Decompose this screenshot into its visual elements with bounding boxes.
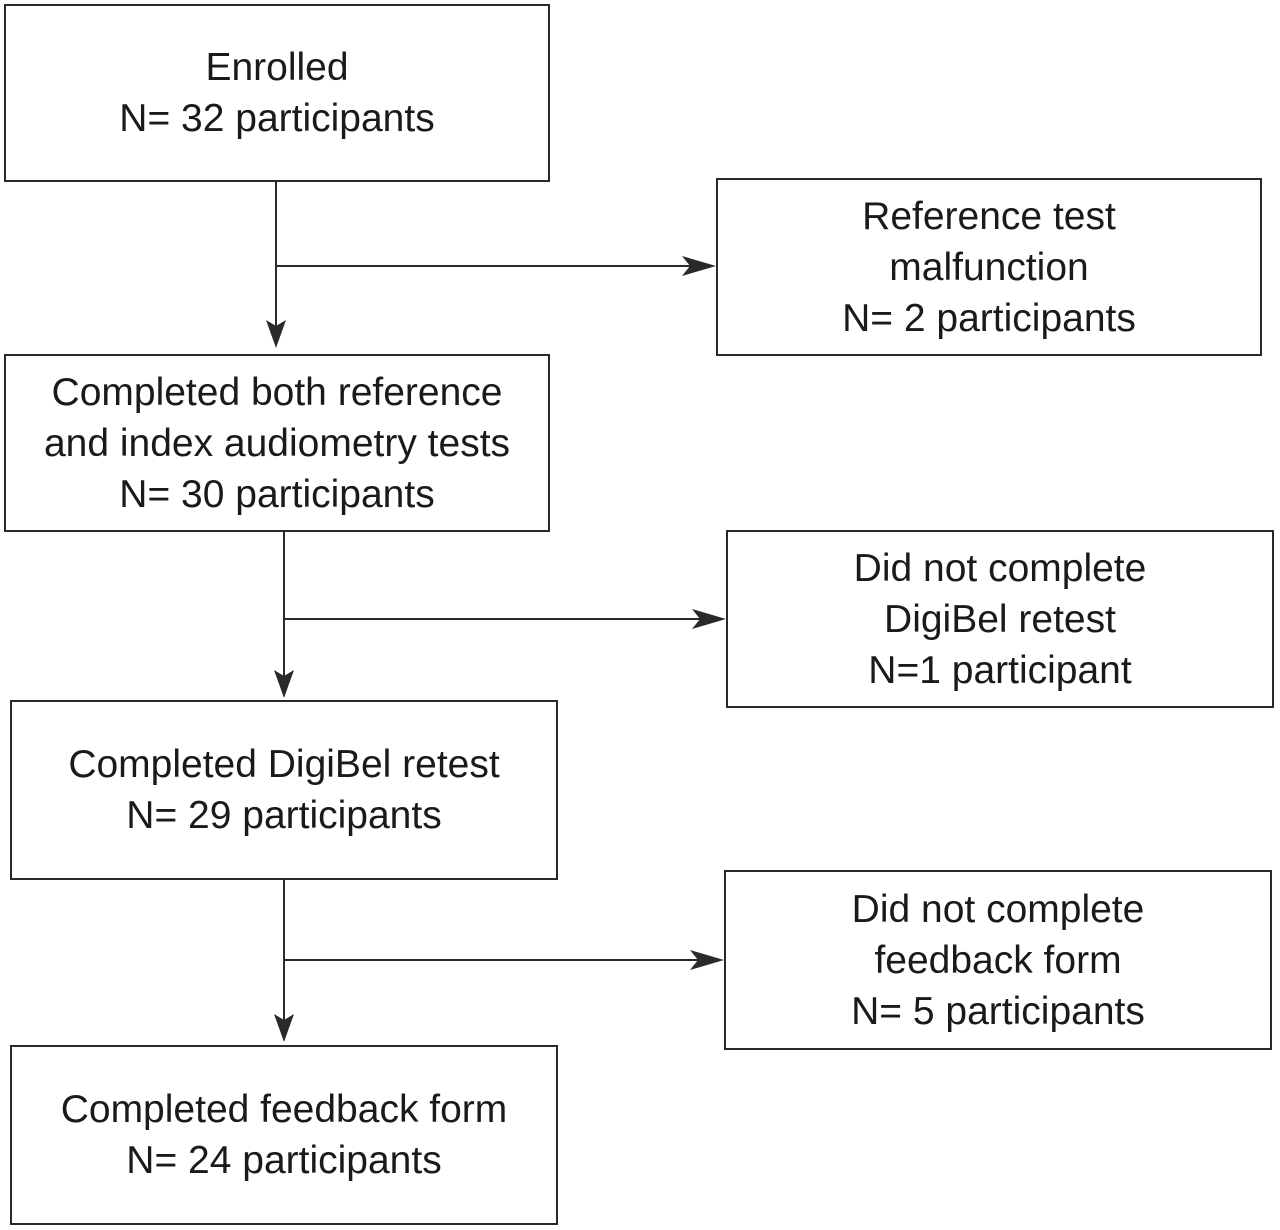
box-line: N= 32 participants: [119, 97, 435, 140]
box-line: and index audiometry tests: [43, 421, 511, 465]
box-line: DigiBel retest: [884, 597, 1116, 641]
flow-arrowhead-2: [274, 670, 294, 698]
box-line: Did not complete: [853, 546, 1147, 590]
box-line: Did not complete: [851, 887, 1145, 931]
exclusion-arrowhead-3: [690, 950, 724, 970]
box-line: Completed both reference: [51, 370, 503, 414]
box-line: malfunction: [889, 245, 1089, 289]
exclusion-arrowhead-1: [682, 256, 716, 276]
exclusion-box-feedback: Did not complete feedback form N= 5 part…: [724, 870, 1272, 1050]
box-line: N= 5 participants: [851, 989, 1145, 1033]
box-line: N=1 participant: [868, 648, 1132, 692]
box-line: Completed DigiBel retest: [68, 743, 500, 786]
box-line: N= 24 participants: [126, 1139, 442, 1182]
box-line: N= 2 participants: [842, 296, 1136, 340]
box-line: N= 30 participants: [119, 472, 435, 516]
completed-retest-box: Completed DigiBel retest N= 29 participa…: [10, 700, 558, 880]
enrolled-box: Enrolled N= 32 participants: [4, 4, 550, 182]
box-line: Enrolled: [205, 46, 349, 89]
completed-feedback-box: Completed feedback form N= 24 participan…: [10, 1045, 558, 1225]
exclusion-box-reference-malfunction: Reference test malfunction N= 2 particip…: [716, 178, 1262, 356]
flow-arrowhead-1: [266, 320, 286, 348]
box-line: feedback form: [874, 938, 1122, 982]
flow-arrowhead-3: [274, 1014, 294, 1042]
box-line: N= 29 participants: [126, 794, 442, 837]
completed-both-tests-box: Completed both reference and index audio…: [4, 354, 550, 532]
box-line: Completed feedback form: [60, 1088, 508, 1131]
exclusion-box-retest: Did not complete DigiBel retest N=1 part…: [726, 530, 1274, 708]
exclusion-arrowhead-2: [692, 609, 726, 629]
box-line: Reference test: [862, 194, 1116, 238]
